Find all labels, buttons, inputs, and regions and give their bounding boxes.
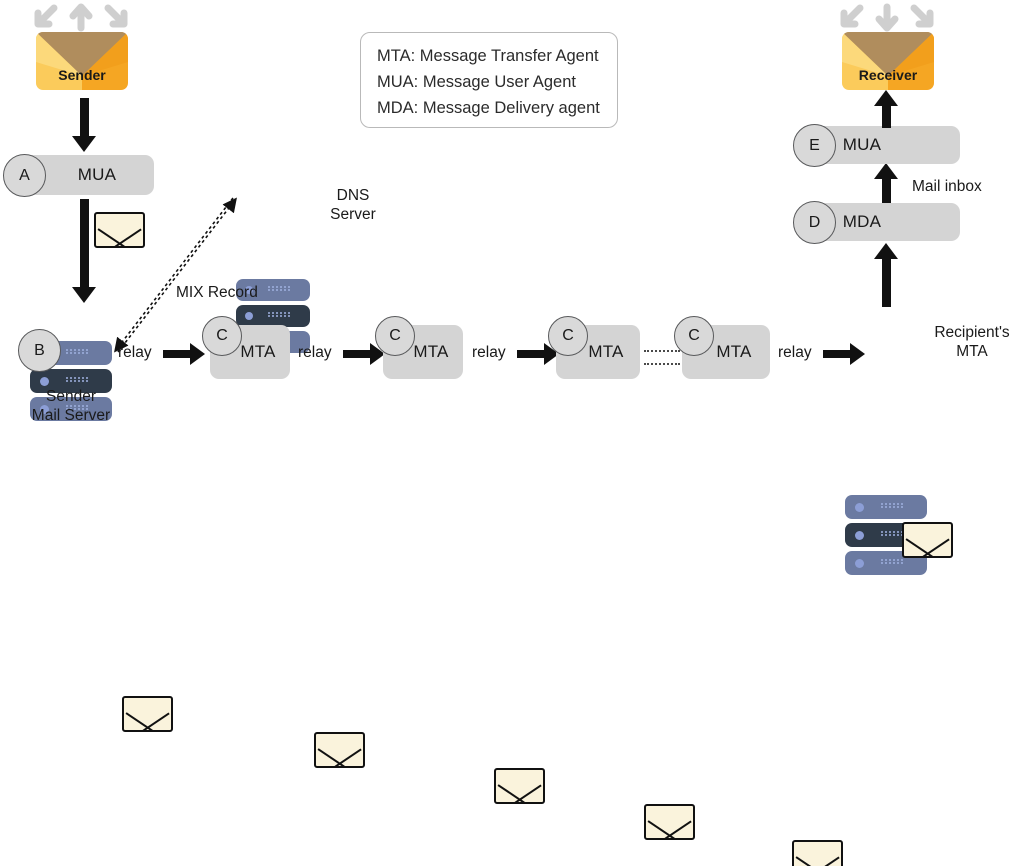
mta-box-4[interactable]: MTA C bbox=[674, 316, 770, 379]
sender-envelope-label: Sender bbox=[58, 67, 106, 83]
step-badge-d: D bbox=[793, 201, 836, 244]
relay-label-2: relay bbox=[298, 344, 332, 361]
legend-line-mta: MTA: Message Transfer Agent bbox=[377, 47, 599, 65]
step-badge-b: B bbox=[18, 329, 61, 372]
step-badge-c-3: C bbox=[548, 316, 588, 356]
mta-box-2[interactable]: MTA C bbox=[375, 316, 463, 379]
relay-label-3: relay bbox=[472, 344, 506, 361]
arrow-relay-4 bbox=[823, 343, 865, 365]
arrow-mua-to-receiver bbox=[874, 90, 898, 128]
mua-box-receiver[interactable]: MUA E bbox=[793, 124, 960, 167]
step-badge-c-1: C bbox=[202, 316, 242, 356]
receiver-envelope-label: Receiver bbox=[858, 67, 918, 83]
legend-line-mda: MDA: Message Delivery agent bbox=[377, 99, 600, 117]
envelope-icon-row-2 bbox=[314, 732, 365, 768]
mail-inbox-label: Mail inbox bbox=[912, 178, 982, 195]
arrow-mda-to-mua bbox=[874, 163, 898, 203]
mta-chain-continuation-line-bottom bbox=[644, 363, 680, 365]
relay-label-4: relay bbox=[778, 344, 812, 361]
step-badge-c-4: C bbox=[674, 316, 714, 356]
envelope-icon-mda bbox=[902, 522, 953, 558]
recipient-mta-label: Recipient's MTA bbox=[934, 324, 1010, 360]
envelope-icon-mua bbox=[94, 212, 145, 248]
mta-chain-continuation-line-top bbox=[644, 350, 680, 352]
arrow-recipient-mta-to-mda bbox=[874, 243, 898, 307]
mda-box[interactable]: MDA D bbox=[793, 201, 960, 244]
mta-box-3[interactable]: MTA C bbox=[548, 316, 640, 379]
arrow-sender-to-mua bbox=[72, 98, 96, 152]
mua-box-sender[interactable]: MUA A bbox=[3, 154, 154, 197]
mix-record-label: MIX Record bbox=[176, 284, 258, 301]
envelope-icon-row-5 bbox=[792, 840, 843, 866]
sender-mail-server[interactable]: B bbox=[18, 329, 112, 421]
envelope-icon-row-1 bbox=[122, 696, 173, 732]
legend-box: MTA: Message Transfer Agent MUA: Message… bbox=[360, 32, 618, 128]
step-badge-a: A bbox=[3, 154, 46, 197]
sender-mail-server-label: Sender Mail Server bbox=[31, 388, 111, 424]
mta-box-1[interactable]: MTA C bbox=[202, 316, 290, 379]
relay-label-1: relay bbox=[118, 344, 152, 361]
legend-line-mua: MUA: Message User Agent bbox=[377, 73, 576, 91]
arrow-relay-1 bbox=[163, 343, 205, 365]
step-badge-c-2: C bbox=[375, 316, 415, 356]
envelope-icon-row-4 bbox=[644, 804, 695, 840]
dns-server-label: DNS Server bbox=[330, 187, 376, 223]
email-delivery-diagram: Sender MUA A bbox=[0, 0, 1016, 433]
step-badge-e: E bbox=[793, 124, 836, 167]
arrow-mua-to-mail-server bbox=[72, 199, 96, 303]
envelope-icon-row-3 bbox=[494, 768, 545, 804]
